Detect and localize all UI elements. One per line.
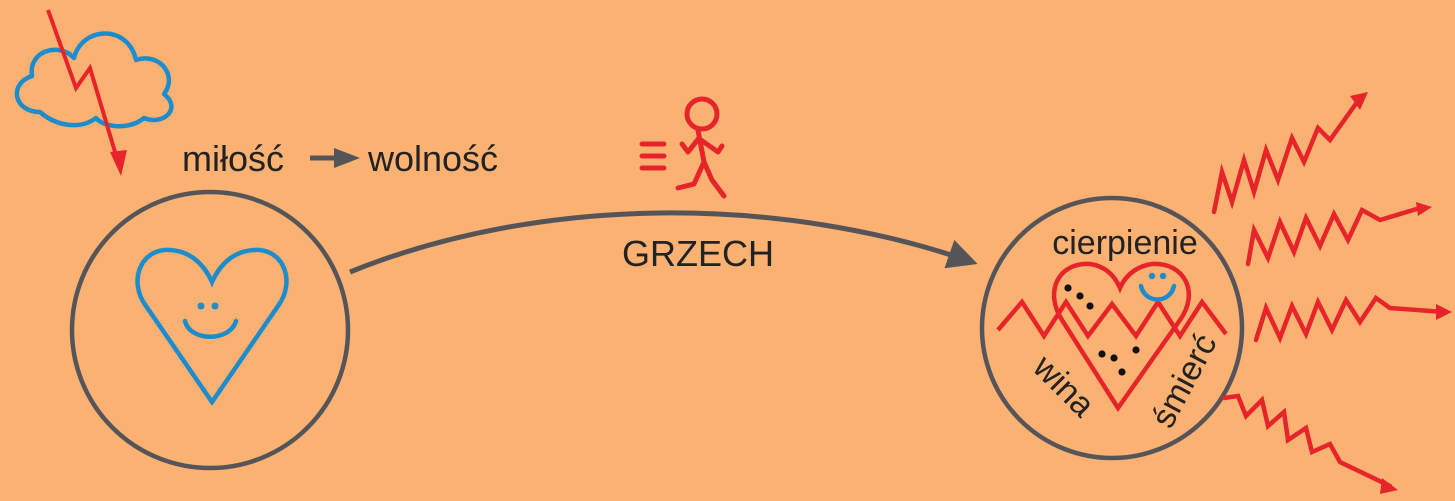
sin-arrow: [349, 210, 978, 275]
suffering-circle: [979, 195, 1245, 461]
running-person-icon: [639, 96, 727, 199]
broken-heart-icon: [996, 261, 1228, 413]
ray-arrowheads: [1350, 92, 1452, 494]
sin-label: GRZECH: [622, 233, 774, 274]
lightning-icon: [46, 9, 127, 176]
love-label: miłość: [182, 138, 284, 179]
smiling-heart-icon: [135, 247, 289, 406]
love-to-freedom-arrow: [310, 148, 360, 168]
innocence-circle: [69, 189, 351, 471]
zigzag-ray-icon: [1211, 95, 1447, 489]
freedom-label: wolność: [367, 138, 498, 179]
cloud-icon: [14, 31, 174, 129]
suffering-label: cierpienie: [1052, 224, 1198, 262]
